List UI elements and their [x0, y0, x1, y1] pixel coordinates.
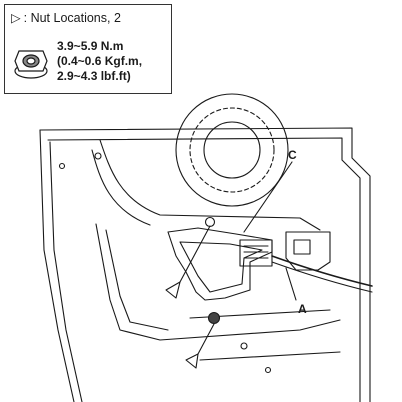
speaker-mid — [189, 107, 275, 193]
hole-4 — [264, 366, 272, 374]
leader-upper-nut — [179, 225, 211, 283]
connector-block — [239, 239, 273, 267]
leader-callout-a — [285, 267, 297, 301]
flange-nut-icon — [14, 50, 48, 79]
door-frame-inner — [47, 137, 361, 402]
release-cable-2 — [271, 261, 373, 293]
location-marker-upper — [165, 281, 181, 299]
legend-title: ▷: Nut Locations, 2 — [11, 10, 121, 25]
door-left-edge-inner — [49, 141, 83, 402]
hole-1 — [94, 152, 102, 160]
triangle-marker-icon: ▷ — [11, 11, 21, 25]
torque-line-3: 2.9~4.3 lbf.ft) — [57, 69, 131, 83]
latch-mount-slot — [293, 239, 311, 255]
hole-2 — [240, 342, 248, 350]
speaker-outer — [175, 93, 289, 207]
connector-detail — [243, 245, 269, 259]
callout-c: C — [288, 148, 297, 162]
trim-panel-edge — [99, 139, 321, 231]
legend-title-text: : Nut Locations, 2 — [23, 11, 121, 25]
torque-spec: 3.9~5.9 N.m (0.4~0.6 Kgf.m, 2.9~4.3 lbf.… — [57, 39, 142, 84]
nut-upper — [204, 216, 216, 228]
latch-mount — [285, 231, 331, 271]
legend-box: ▷: Nut Locations, 2 3.9~5.9 N.m (0.4~0.6… — [4, 4, 172, 94]
trim-panel-edge-2 — [91, 149, 151, 226]
leader-callout-c — [243, 161, 293, 233]
latch-bracket-inner — [179, 241, 263, 293]
door-frame-outline — [39, 127, 371, 402]
hole-3 — [58, 162, 66, 170]
door-left-edge — [39, 129, 75, 402]
torque-line-1: 3.9~5.9 N.m — [57, 39, 124, 53]
lower-trim-panel-2 — [105, 229, 169, 331]
release-cable — [271, 255, 373, 287]
nut-lower — [207, 311, 221, 325]
location-marker-lower — [185, 353, 199, 369]
lower-trim-panel — [95, 223, 341, 341]
torque-line-2: (0.4~0.6 Kgf.m, — [57, 54, 143, 68]
leader-lower-nut — [197, 323, 215, 355]
latch-bracket — [167, 227, 273, 301]
callout-a: A — [298, 302, 307, 316]
speaker-inner — [203, 121, 261, 179]
